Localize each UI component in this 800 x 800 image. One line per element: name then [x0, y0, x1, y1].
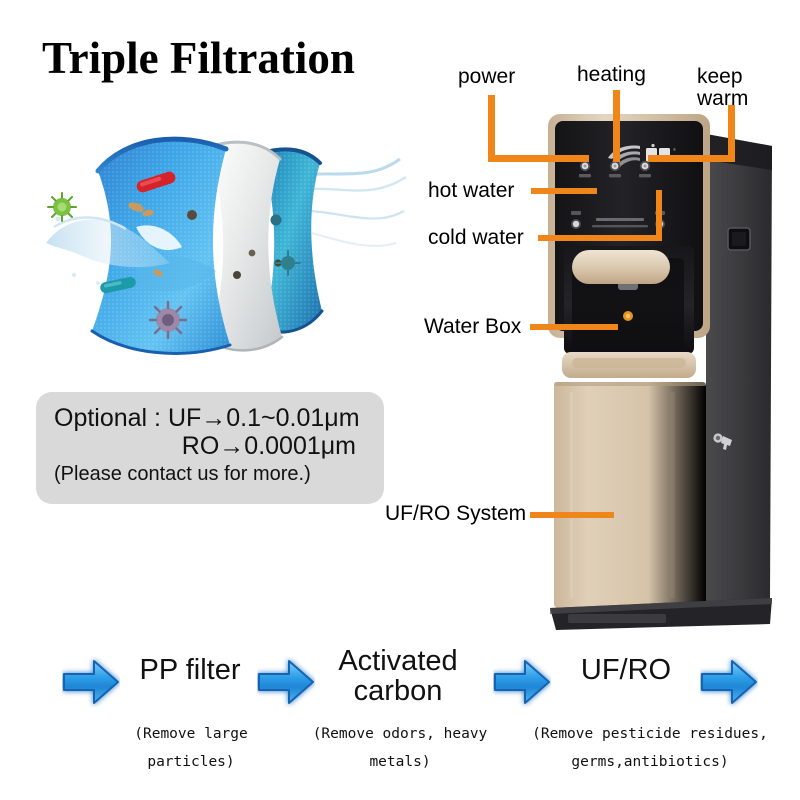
callout-keep-warm: keep warm	[697, 65, 749, 111]
optional-contact-note: (Please contact us for more.)	[54, 463, 311, 485]
process-arrow-3	[493, 656, 551, 708]
filtration-process-row: PP filter (Remove large particles) Activ…	[0, 640, 800, 800]
callout-water-box: Water Box	[424, 315, 522, 338]
process-arrow-4	[700, 656, 758, 708]
power-indicator	[579, 160, 591, 178]
hot-water-button	[571, 211, 581, 229]
leader-line-keepwarm-horizontal	[648, 155, 735, 162]
process-step-label-3: UF/RO	[580, 654, 672, 686]
optional-line-ro: RO→0.0001μm	[181, 432, 356, 460]
leader-line-cold-water-horizontal	[538, 235, 662, 241]
keep-warm-indicator	[639, 160, 651, 178]
svg-text:®: ®	[673, 147, 676, 152]
heating-indicator	[609, 160, 621, 178]
leader-line-uf-ro-system	[530, 512, 614, 518]
callout-heating: heating	[577, 63, 646, 86]
leader-line-hot-water	[531, 188, 597, 194]
optional-line-uf: Optional : UF→0.1~0.01μm	[54, 404, 360, 432]
lower-cabinet-door	[554, 382, 706, 608]
process-step-label-2: Activated carbon	[338, 645, 458, 708]
panel-instruction-text	[596, 218, 644, 221]
process-step-note-1: (Remove large particles)	[134, 726, 248, 771]
water-stream-right	[301, 157, 407, 247]
membrane-layer-middle	[208, 142, 282, 351]
indicator-buttons	[579, 160, 651, 178]
contaminant-icons	[47, 171, 301, 340]
leader-line-heating-vertical	[613, 90, 620, 162]
water-dispenser-product-image: ®	[520, 100, 800, 660]
callout-cold-water: cold water	[428, 226, 524, 249]
water-splash-left	[46, 216, 182, 285]
leader-line-power-vertical	[488, 95, 495, 162]
filtration-membrane-graphic	[40, 115, 410, 375]
dispenser-lever	[572, 250, 670, 284]
leader-line-power-horizontal	[488, 155, 589, 162]
process-step-note-2: (Remove odors, heavy metals)	[312, 726, 488, 771]
process-step-label-1: PP filter	[139, 654, 241, 686]
callout-power: power	[458, 65, 516, 88]
cabinet-lock	[713, 433, 732, 450]
callout-uf-ro-system: UF/RO System	[385, 502, 527, 525]
callout-hot-water: hot water	[428, 179, 515, 202]
process-step-note-3: (Remove pesticide residues, germs,antibi…	[532, 726, 768, 771]
leader-line-water-box	[530, 324, 618, 330]
leader-line-cold-water-vertical	[656, 190, 662, 241]
process-arrow-1	[62, 656, 120, 708]
dispenser-side-panel	[706, 134, 772, 612]
optional-spec-box: Optional : UF→0.1~0.01μm RO→0.0001μm (Pl…	[36, 392, 384, 504]
leader-line-keepwarm-vertical	[728, 105, 735, 162]
page-title: Triple Filtration	[42, 33, 355, 83]
process-arrow-2	[257, 656, 315, 708]
